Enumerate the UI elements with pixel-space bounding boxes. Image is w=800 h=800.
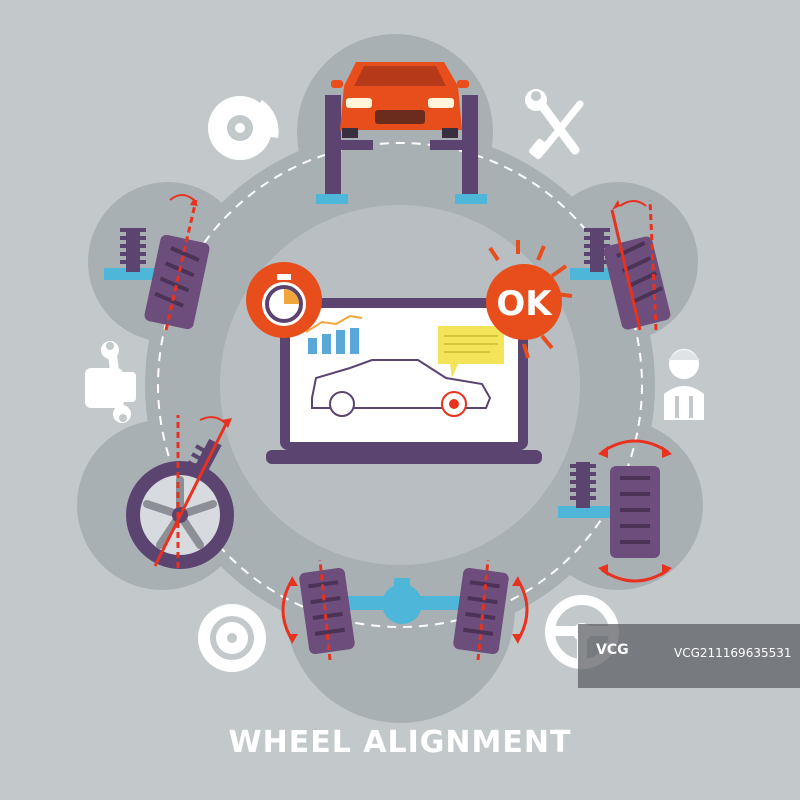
stopwatch-icon	[246, 262, 322, 338]
ok-badge-text: OK	[496, 284, 553, 324]
wrench-screwdriver-icon	[525, 89, 584, 160]
mini-bar-chart	[305, 314, 363, 354]
page-title: WHEEL ALIGNMENT	[228, 725, 572, 760]
car-lift-icon	[316, 62, 487, 204]
watermark: VCG VCG211169635531	[578, 624, 800, 688]
toe-right-icon	[558, 439, 672, 583]
camber-left-icon	[104, 194, 210, 331]
brake-disc-icon	[208, 96, 279, 160]
mechanic-icon	[664, 349, 704, 420]
hand-wrench-icon	[85, 341, 136, 423]
car-outline	[311, 359, 492, 417]
speech-bubble	[438, 326, 504, 378]
tire-white-icon	[198, 604, 266, 672]
dashed-ring	[157, 142, 643, 628]
laptop-icon	[266, 298, 542, 464]
watermark-id: VCG211169635531	[674, 646, 792, 660]
ok-badge-icon	[486, 240, 573, 359]
camber-right-icon	[570, 199, 671, 331]
axle-icon	[281, 559, 529, 661]
watermark-logo: VCG	[596, 642, 629, 658]
wheel-rim-icon	[126, 415, 234, 569]
